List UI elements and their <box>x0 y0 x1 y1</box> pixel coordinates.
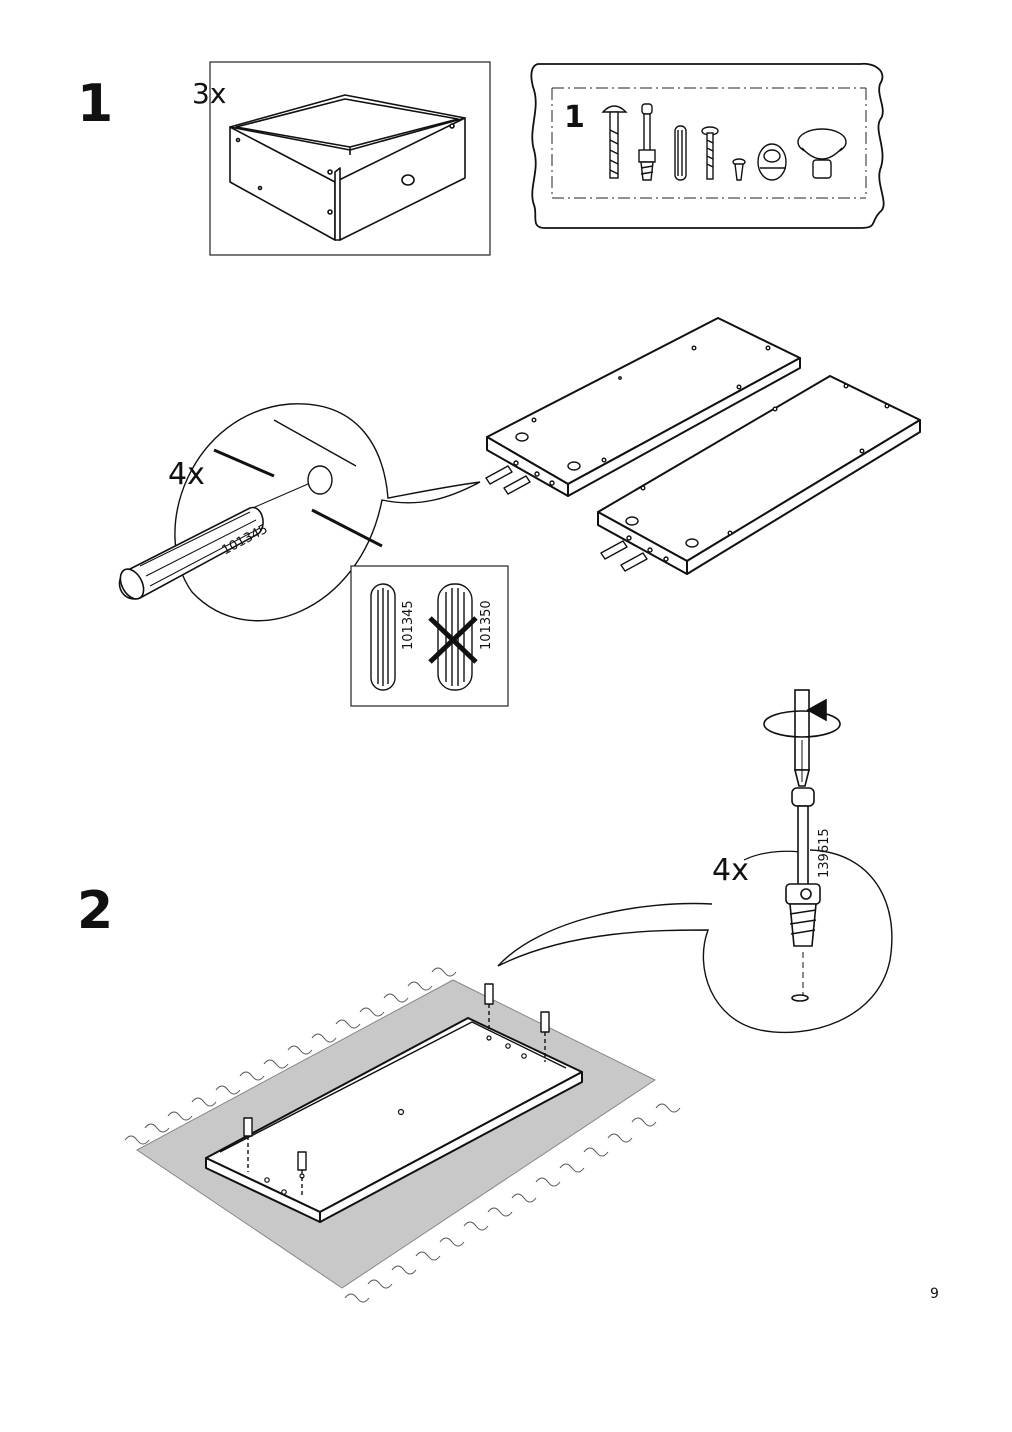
base-panel <box>205 983 583 1223</box>
connecting-bolt-closeup-icon <box>785 787 821 1002</box>
bolt-markers <box>243 983 550 1196</box>
correct-dowel-part-number: 101345 <box>401 600 416 650</box>
hardware-bag-number: 1 <box>564 100 585 135</box>
drawer-overview-box <box>209 61 491 256</box>
drawer-quantity: 3x <box>192 77 227 110</box>
correct-dowel-icon <box>370 583 396 691</box>
bolt-zoom-callout <box>497 689 893 1034</box>
step-2-number: 2 <box>77 881 114 941</box>
cam-bolt-icon <box>601 105 628 179</box>
screwdriver-icon <box>793 689 811 787</box>
screw-icon <box>701 126 719 180</box>
bolt-part-number: 139615 <box>817 828 832 878</box>
connecting-bolt-icon <box>638 103 656 181</box>
page-number: 9 <box>930 1286 939 1302</box>
rotate-arrow-icon <box>763 698 841 738</box>
hardware-bag <box>530 62 885 229</box>
dowel-closeup-icon <box>118 506 264 600</box>
dowel-zoom-callout <box>118 403 481 622</box>
step-1-number: 1 <box>77 74 114 134</box>
short-screw-icon <box>732 158 746 181</box>
bolt-quantity: 4x <box>712 853 749 888</box>
dowel-quantity: 4x <box>168 457 205 492</box>
side-panels <box>485 317 921 575</box>
cross-out-icon <box>428 616 478 664</box>
drawer-icon <box>229 94 466 241</box>
dowel-comparison-box <box>350 565 509 707</box>
cam-lock-icon <box>757 143 787 181</box>
knob-icon <box>797 128 847 179</box>
wrong-dowel-part-number: 101350 <box>479 600 494 650</box>
wood-dowel-icon <box>674 125 687 181</box>
